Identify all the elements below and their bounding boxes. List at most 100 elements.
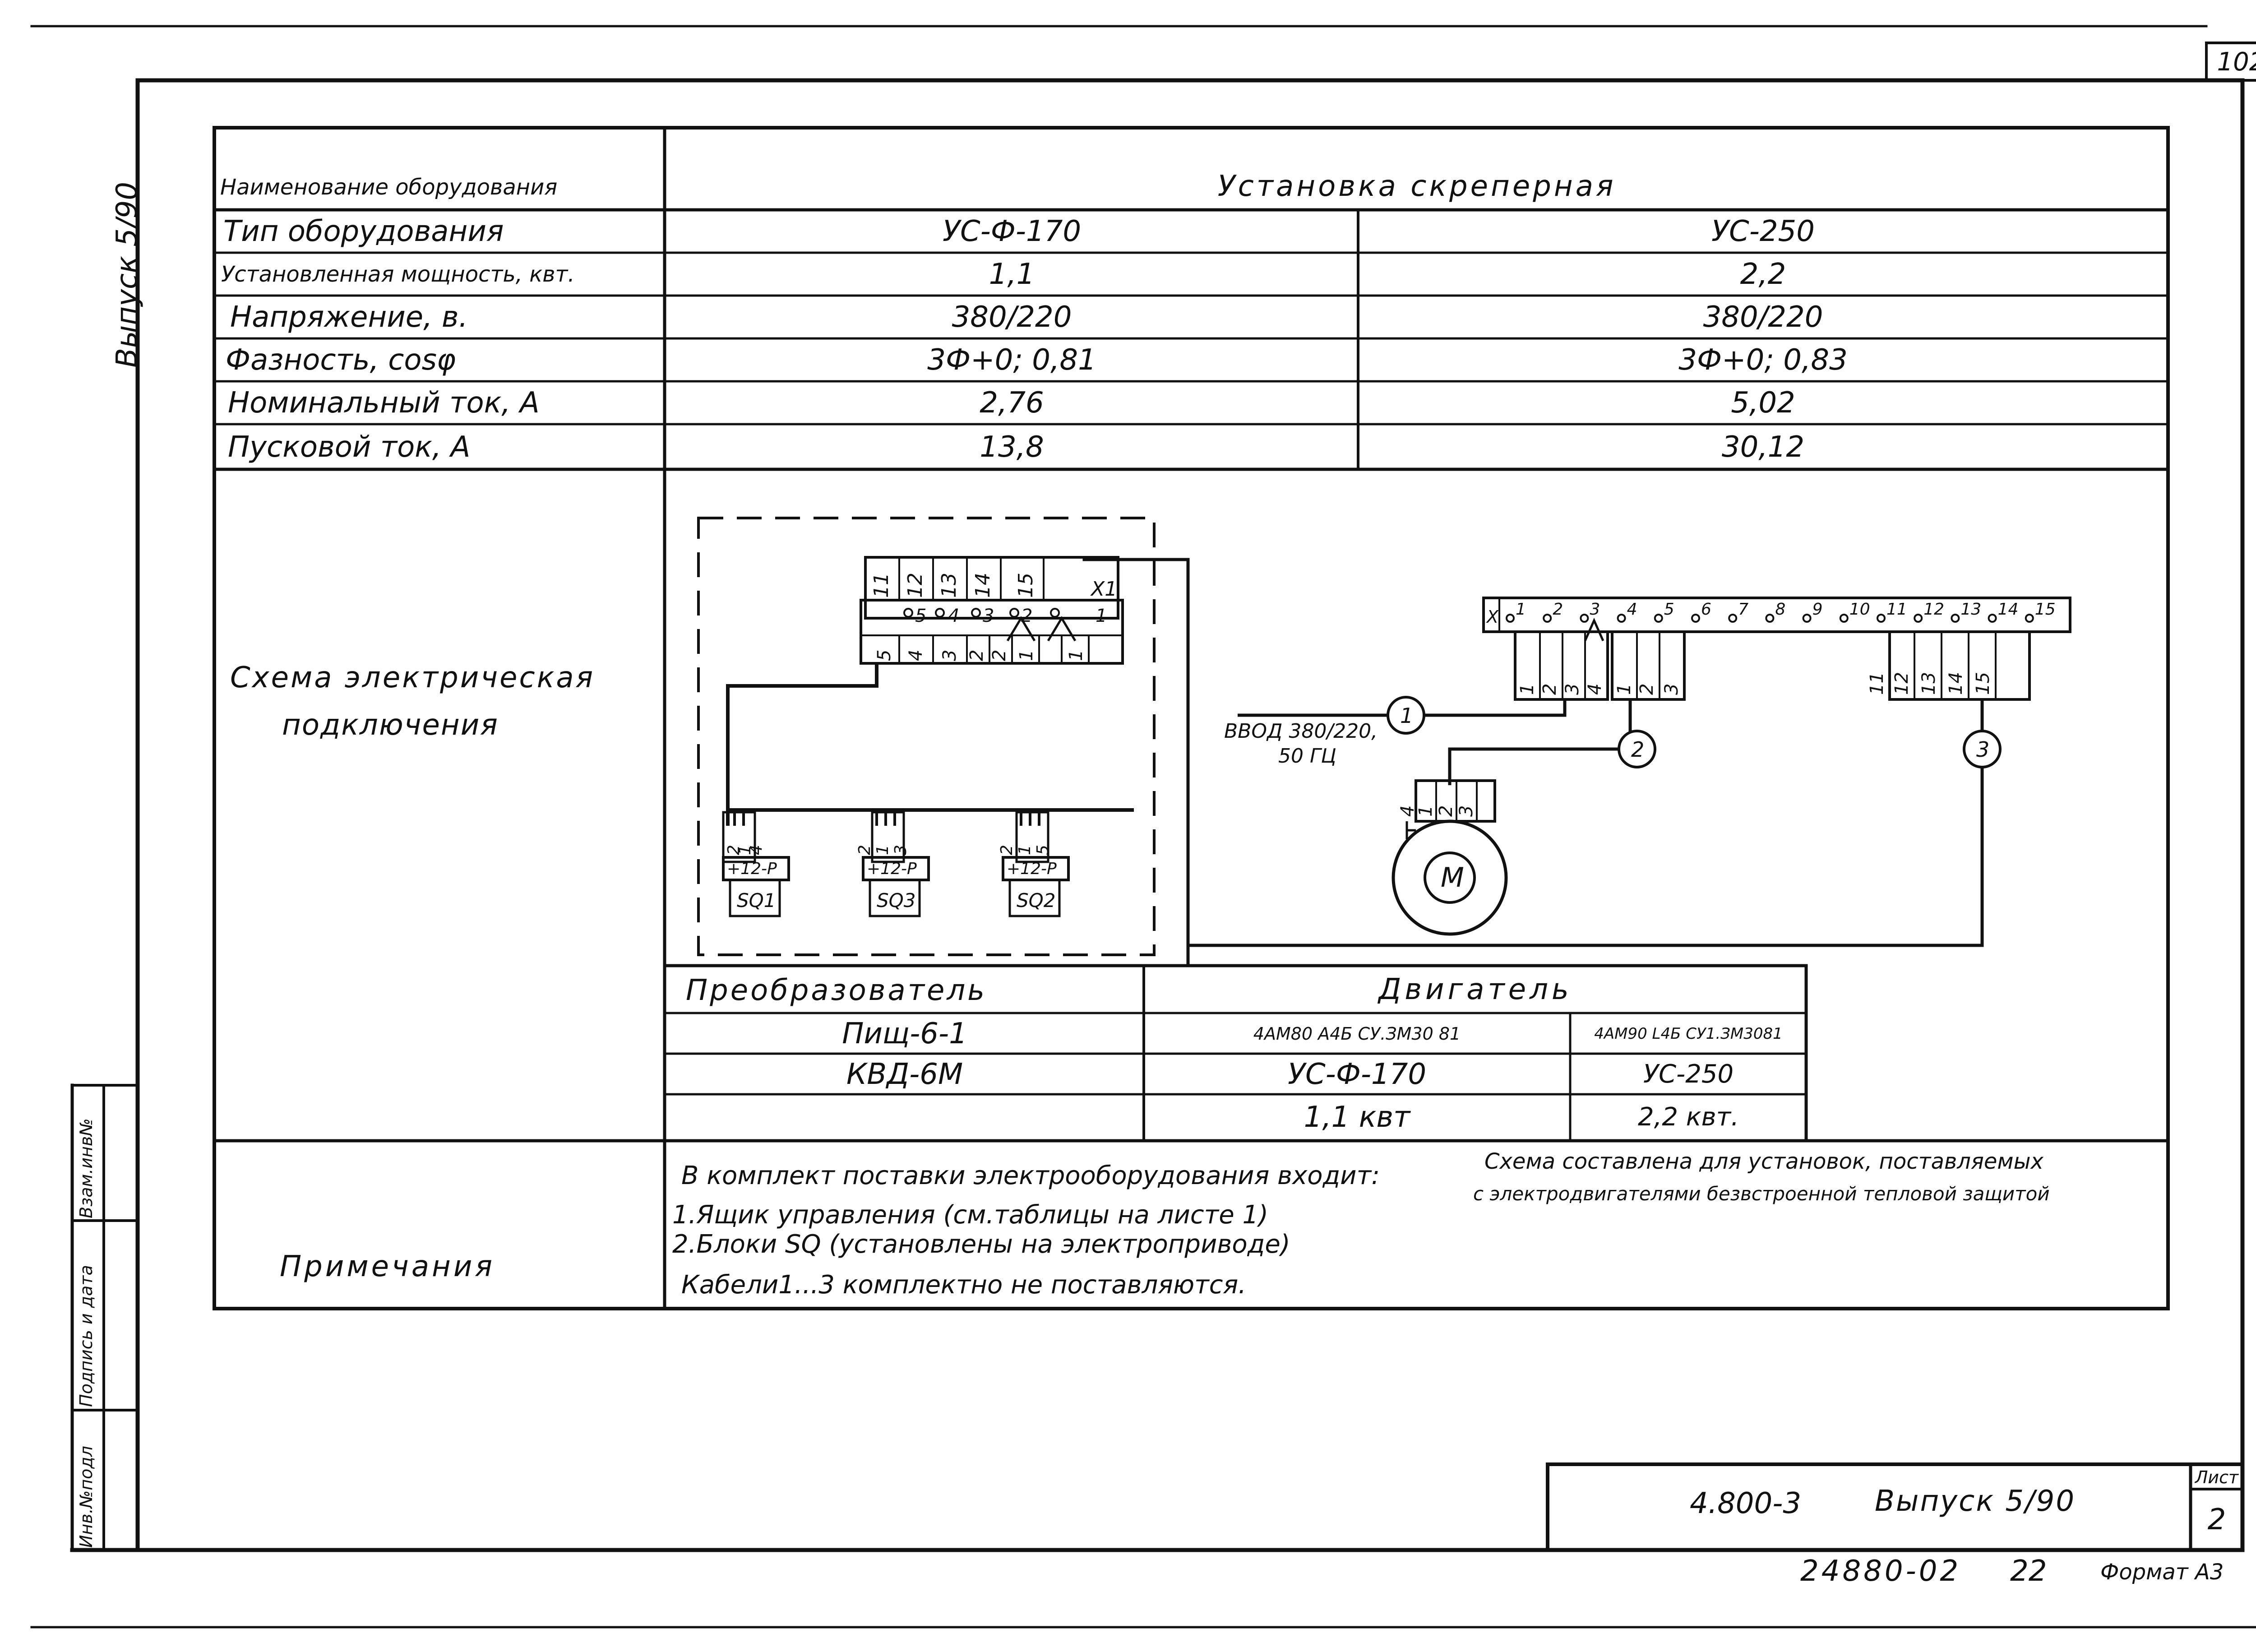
group1-terminal-1: 1 — [1517, 684, 1538, 695]
strip-terminal-label: 1 — [1516, 600, 1526, 619]
power-value-2: 2,2 — [1740, 258, 1786, 291]
group1-terminal-4: 4 — [1585, 684, 1605, 695]
motor-pin-1: 1 — [1415, 805, 1436, 817]
sq3-pin-1: 1 — [874, 845, 892, 855]
phase-label: Фазность, cosφ — [226, 343, 456, 377]
phase-value-2: 3Ф+0; 0,83 — [1678, 343, 1848, 377]
box-pin-3: 3 — [983, 606, 994, 626]
strip-terminal-label: 15 — [2035, 600, 2056, 619]
wiring-diagram: 11 12 13 14 15 X1 5 4 3 2 1 5 4 3 2 2 1 … — [697, 517, 2071, 966]
type-value-2: УС-250 — [1711, 215, 1815, 248]
group3-terminal-12: 12 — [1891, 672, 1912, 695]
strip-terminal-label: 3 — [1590, 600, 1600, 619]
strip-terminal-pin — [1506, 614, 1515, 623]
side-issue-label: Выпуск 5/90 — [111, 181, 144, 368]
strip-terminal-pin — [1988, 614, 1997, 623]
group2-terminal-3: 3 — [1661, 684, 1682, 695]
strip-terminal-label: 9 — [1812, 600, 1823, 619]
title-sheet-label: Лист — [2195, 1467, 2239, 1487]
motor-pin-4: 4 — [1397, 805, 1418, 817]
sq1-pin-1: 1 — [736, 845, 754, 855]
group2-terminal-1: 1 — [1614, 684, 1635, 695]
box-wire-2b: 2 — [989, 650, 1010, 661]
motor-inner — [1424, 851, 1476, 904]
cable-marker-2-label: 2 — [1631, 737, 1644, 762]
group3-terminal-15: 15 — [1973, 672, 1993, 695]
motor-power-1: 1,1 квт — [1304, 1100, 1410, 1134]
motor-header: Двигатель — [1378, 973, 1572, 1006]
scheme-label-line1: Схема электрическая — [230, 661, 595, 694]
box-terminal-15: 15 — [1014, 573, 1037, 598]
sq1-pin-4: 4 — [747, 845, 766, 855]
sq3-code: +12-P — [867, 860, 917, 878]
box-pin-4: 4 — [948, 606, 959, 626]
motor-unit-1: УС-Ф-170 — [1287, 1057, 1427, 1091]
nominal-current-value-2: 5,02 — [1731, 386, 1795, 420]
sq3-pin-2: 2 — [855, 845, 874, 855]
sq3-pin-3: 3 — [892, 845, 910, 855]
strip-terminal-pin — [2025, 614, 2034, 623]
group2-terminal-2: 2 — [1637, 684, 1657, 695]
strip-terminal-pin — [1914, 614, 1923, 623]
strip-terminal-label: 7 — [1738, 600, 1748, 619]
sq1-name: SQ1 — [737, 889, 776, 912]
title-issue: Выпуск 5/90 — [1875, 1485, 2076, 1518]
equipment-name-label: Наименование оборудования — [220, 175, 558, 200]
group1-terminal-3: 3 — [1562, 684, 1583, 695]
motor-model-1: 4АМ80 А4Б СУ.ЗМ30 81 — [1253, 1023, 1461, 1044]
cable-marker-2 — [1618, 730, 1656, 768]
box-wire-5: 5 — [874, 650, 895, 661]
stamp-original-inv: Инв.№подл — [76, 1446, 96, 1548]
stamp-replacement-inv: Взам.инв№ — [76, 1118, 96, 1218]
strip-terminal-pin — [1728, 614, 1738, 623]
motor-unit-2: УС-250 — [1643, 1059, 1734, 1089]
strip-terminal-pin — [1654, 614, 1663, 623]
input-label-1: ВВОД 380/220, — [1224, 720, 1378, 743]
sq2-code: +12-P — [1007, 860, 1057, 878]
sq3-name: SQ3 — [877, 889, 915, 912]
converter-row-2: КВД-6М — [846, 1057, 963, 1091]
notes-right-1: Схема составлена для установок, поставля… — [1484, 1149, 2043, 1174]
box-wire-1b: 1 — [1066, 650, 1086, 661]
strip-terminal-label: 10 — [1849, 600, 1870, 619]
motor-power-2: 2,2 квт. — [1637, 1102, 1739, 1132]
input-label-2: 50 ГЦ — [1278, 745, 1336, 768]
motor-model-2: 4АМ90 L4Б СУ1.ЗМ3081 — [1594, 1024, 1783, 1043]
voltage-value-1: 380/220 — [952, 301, 1072, 334]
sq2-pin-2: 2 — [998, 845, 1016, 855]
motor-pin-2: 2 — [1436, 805, 1456, 817]
strip-terminal-pin — [1580, 614, 1589, 623]
notes-line-3: 2.Блоки SQ (установлены на электропривод… — [672, 1230, 1290, 1259]
sq2-pin-1: 1 — [1016, 845, 1034, 855]
equipment-name-value: Установка скреперная — [1217, 169, 1616, 203]
strip-terminal-label: 8 — [1775, 600, 1785, 619]
strip-terminal-label: 13 — [1960, 600, 1981, 619]
strip-terminal-pin — [1802, 614, 1812, 623]
sq1-code: +12-P — [727, 860, 777, 878]
strip-terminal-pin — [1617, 614, 1626, 623]
box-pin-1: 1 — [1096, 606, 1107, 626]
cable-marker-1-label: 1 — [1400, 703, 1413, 728]
box-terminal-13: 13 — [938, 573, 961, 598]
converter-header: Преобразователь — [686, 974, 987, 1007]
nominal-current-label: Номинальный ток, А — [228, 386, 540, 420]
footer-format: Формат А3 — [2100, 1559, 2224, 1585]
strip-terminal-label: 2 — [1553, 600, 1563, 619]
strip-terminal-label: 6 — [1701, 600, 1711, 619]
box-terminal-11: 11 — [870, 573, 893, 598]
strip-terminal-label: 5 — [1664, 600, 1674, 619]
notes-line-2: 1.Ящик управления (см.таблицы на листе 1… — [672, 1200, 1269, 1230]
cable-marker-1 — [1387, 696, 1425, 735]
strip-terminal-label: 12 — [1923, 600, 1944, 619]
strip-terminal-pin — [1765, 614, 1775, 623]
converter-row-1: Пищ-6-1 — [842, 1017, 967, 1050]
scheme-label-line2: подключения — [282, 708, 499, 742]
notes-line-1: В комплект поставки электрооборудования … — [681, 1161, 1380, 1190]
title-document-code: 4.800-3 — [1690, 1487, 1802, 1520]
group3-terminal-14: 14 — [1946, 672, 1966, 695]
box-terminal-14: 14 — [971, 573, 994, 598]
notes-label: Примечания — [280, 1250, 495, 1283]
starting-current-value-1: 13,8 — [980, 430, 1044, 464]
stamp-signature-date: Подпись и дата — [76, 1265, 96, 1407]
motor-pin-3: 3 — [1456, 805, 1477, 817]
